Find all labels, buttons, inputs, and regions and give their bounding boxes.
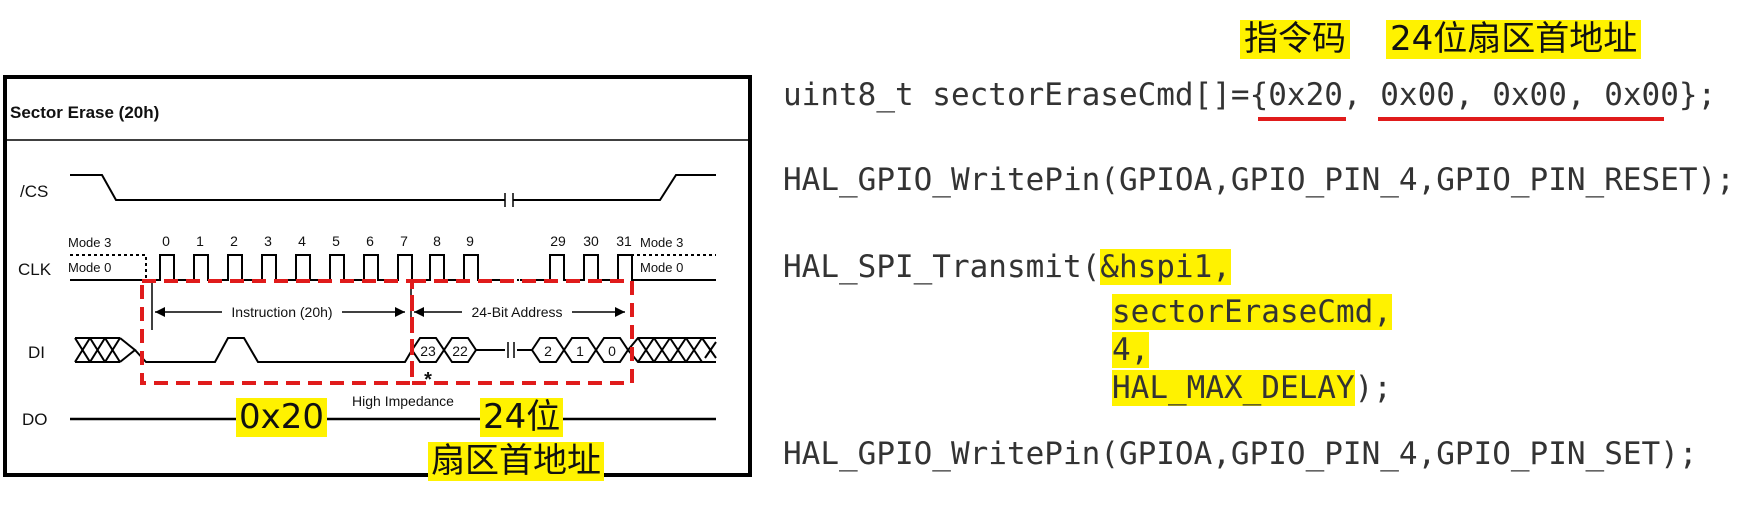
clk-num-29: 29 <box>550 233 566 249</box>
code-line-5: 4, <box>1112 330 1150 370</box>
arg-length: 4, <box>1112 332 1150 368</box>
clk-num-1: 1 <box>196 233 204 249</box>
clk-num-7: 7 <box>400 233 408 249</box>
clk-num-8: 8 <box>433 233 441 249</box>
clk-num-3: 3 <box>264 233 272 249</box>
clk-num-5: 5 <box>332 233 340 249</box>
address-bytes-underlined: 0x00, 0x00, 0x00 <box>1380 77 1679 113</box>
signal-label-di: DI <box>28 343 45 362</box>
code-line-6: HAL_MAX_DELAY); <box>1112 370 1392 406</box>
cmd-byte-underlined: 0x20 <box>1268 77 1343 113</box>
cs-waveform <box>70 174 716 201</box>
clk-num-2: 2 <box>230 233 238 249</box>
code-line-2: HAL_GPIO_WritePin(GPIOA,GPIO_PIN_4,GPIO_… <box>783 162 1735 198</box>
annotation-address-line2: 扇区首地址 <box>428 441 604 482</box>
signal-label-clk: CLK <box>18 260 52 279</box>
clk-mode3-dotted-left <box>70 254 147 280</box>
clk-num-31: 31 <box>616 233 632 249</box>
di-dont-care-right <box>627 337 717 363</box>
mode-3-left: Mode 3 <box>68 235 111 250</box>
arg-sector-erase-cmd: sectorEraseCmd, <box>1112 294 1392 330</box>
instruction-dashed-box <box>140 279 414 385</box>
code-line-1: uint8_t sectorEraseCmd[]={0x20, 0x00, 0x… <box>783 77 1717 113</box>
mode-0-left: Mode 0 <box>68 260 111 275</box>
address-dashed-box <box>410 279 634 385</box>
signal-label-do: DO <box>22 410 48 429</box>
clk-num-4: 4 <box>298 233 306 249</box>
code-line-4: sectorEraseCmd, <box>1112 292 1392 332</box>
clk-num-9: 9 <box>466 233 474 249</box>
annotation-address-line1: 24位 <box>480 397 564 438</box>
instruction-segment-label: Instruction (20h) <box>231 304 332 320</box>
di-waveform-instruction <box>134 337 413 363</box>
diagram-title: Sector Erase (20h) <box>10 103 159 122</box>
signal-label-cs: /CS <box>20 182 48 201</box>
header-instruction-label: 指令码 <box>1240 19 1350 60</box>
di-bit-22-label: 22 <box>452 343 468 359</box>
do-high-impedance-label: High Impedance <box>352 393 454 409</box>
clk-num-0: 0 <box>162 233 170 249</box>
diagram-frame <box>3 75 752 477</box>
clk-waveform <box>70 254 716 281</box>
code-line-7: HAL_GPIO_WritePin(GPIOA,GPIO_PIN_4,GPIO_… <box>783 436 1698 472</box>
mode-0-right: Mode 0 <box>640 260 683 275</box>
di-bit-0-label: 0 <box>608 343 616 359</box>
cs-break <box>505 192 513 208</box>
di-dont-care-left <box>74 337 137 363</box>
clk-num-6: 6 <box>366 233 374 249</box>
arg-max-delay: HAL_MAX_DELAY <box>1112 370 1355 406</box>
mode-3-right: Mode 3 <box>640 235 683 250</box>
annotation-instruction-code: 0x20 <box>236 397 328 438</box>
header-address-label: 24位扇区首地址 <box>1386 19 1642 60</box>
clk-num-30: 30 <box>583 233 599 249</box>
cmd-underline <box>1258 117 1346 121</box>
code-line-3: HAL_SPI_Transmit(&hspi1, <box>783 249 1231 285</box>
address-segment-label: 24-Bit Address <box>471 304 562 320</box>
di-bit-1-label: 1 <box>576 343 584 359</box>
di-bit-23-label: 23 <box>420 343 436 359</box>
di-bit-2-label: 2 <box>544 343 552 359</box>
di-asterisk: * <box>424 369 432 391</box>
address-underline <box>1378 117 1664 121</box>
sector-erase-timing-diagram: Sector Erase (20h) /CS CLK DI DO Mode 3 … <box>3 75 752 477</box>
arg-hspi1: &hspi1, <box>1100 249 1231 285</box>
